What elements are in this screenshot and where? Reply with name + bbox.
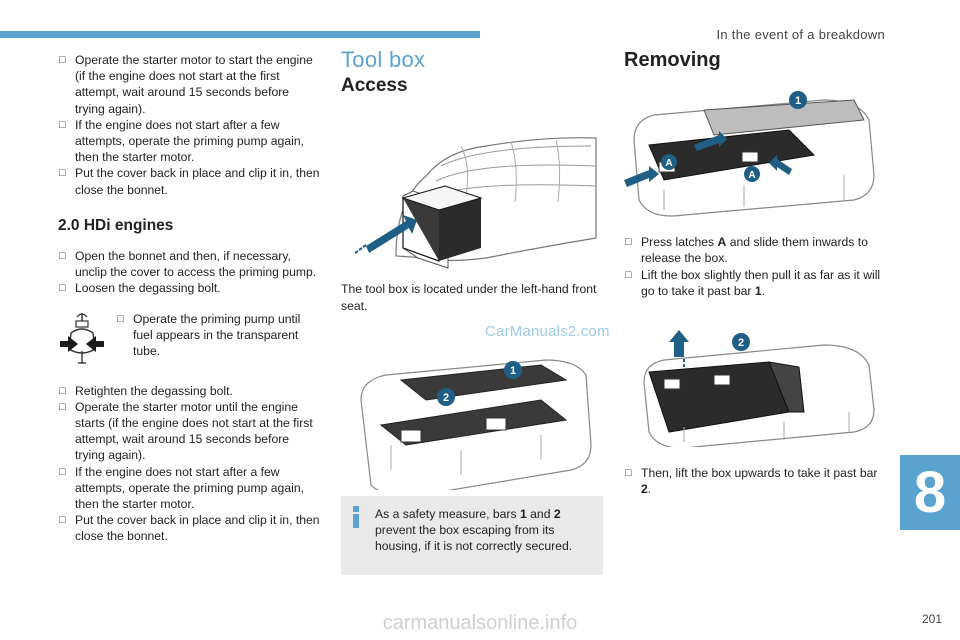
callout-2: 2	[443, 392, 449, 404]
pump-step-block: □Operate the priming pump until fuel app…	[58, 311, 320, 369]
chapter-tab: 8	[900, 455, 960, 530]
hdi-heading: 2.0 HDi engines	[58, 216, 174, 234]
list-item: □Retighten the degassing bolt.	[59, 383, 233, 398]
left-column: □Operate the starter motor to start the …	[58, 52, 320, 545]
info-icon	[351, 506, 361, 529]
list-item: □If the engine does not start after a fe…	[59, 117, 304, 165]
list-item: □Then, lift the box upwards to take it p…	[625, 466, 878, 497]
list-item: □Lift the box slightly then pull it as f…	[625, 267, 881, 298]
callout-1: 1	[795, 95, 801, 107]
site-watermark: CarManuals2.com	[485, 322, 610, 340]
callout-1: 1	[510, 365, 516, 377]
middle-column: Tool box Access The tool box is located …	[341, 47, 610, 575]
seat-illustration	[354, 137, 597, 270]
info-note: As a safety measure, bars 1 and 2 preven…	[341, 496, 603, 575]
latches-illustration: 1 A A	[624, 91, 875, 217]
removing-heading: Removing	[624, 49, 721, 71]
footer-watermark: carmanualsonline.info	[382, 612, 578, 634]
priming-pump-icon	[60, 312, 104, 364]
list-item: □Put the cover back in place and clip it…	[59, 513, 320, 544]
callout-latch-a: A	[748, 170, 755, 181]
lift-steps: □Then, lift the box upwards to take it p…	[624, 465, 889, 497]
list-item: □Operate the starter motor until the eng…	[59, 399, 313, 463]
list-item: □Loosen the degassing bolt.	[59, 281, 221, 296]
right-column: Removing 1 A A □Press latches A and slid…	[624, 49, 889, 497]
location-text: The tool box is located under the left-h…	[341, 282, 597, 313]
intro-steps: □Operate the starter motor to start the …	[58, 52, 320, 198]
callout-2: 2	[738, 337, 744, 349]
list-item: □Operate the starter motor to start the …	[59, 53, 313, 116]
final-steps: □Retighten the degassing bolt. □Operate …	[58, 383, 320, 545]
list-item: □Put the cover back in place and clip it…	[59, 166, 320, 197]
list-item: □Operate the priming pump until fuel app…	[117, 311, 301, 359]
toolbox-bars-illustration: 1 2	[360, 359, 592, 491]
removing-steps: □Press latches A and slide them inwards …	[624, 234, 889, 299]
hdi-steps: □Open the bonnet and then, if necessary,…	[58, 248, 320, 297]
toolbox-title: Tool box	[341, 47, 426, 72]
callout-latch-a: A	[665, 158, 672, 169]
section-title: In the event of a breakdown	[716, 27, 885, 42]
lift-illustration: 2	[643, 330, 875, 448]
access-heading: Access	[341, 75, 408, 97]
list-item: □Press latches A and slide them inwards …	[625, 235, 868, 266]
list-item: □If the engine does not start after a fe…	[59, 464, 304, 512]
list-item: □Open the bonnet and then, if necessary,…	[59, 249, 317, 280]
header-bar	[0, 31, 480, 38]
page-number: 201	[921, 612, 942, 626]
